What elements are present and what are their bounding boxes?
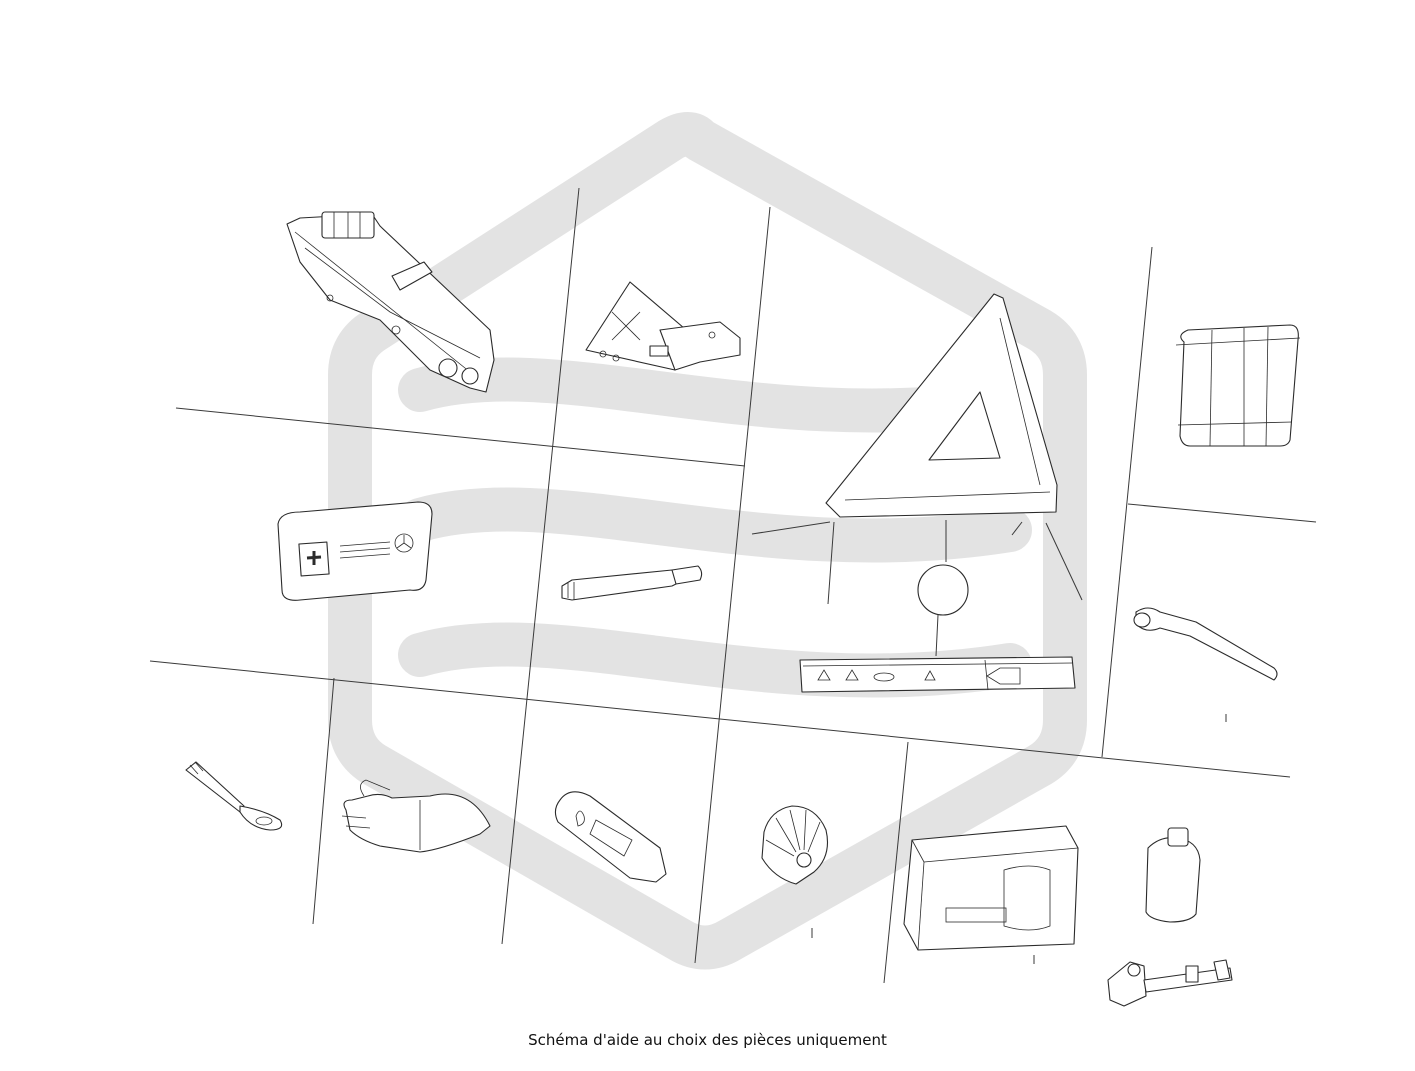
- screwdriver-icon: [561, 565, 703, 601]
- triangle-case-icon: [799, 656, 1076, 693]
- towing-eye-icon: [185, 761, 283, 831]
- wheel-wrench-icon: [1133, 607, 1278, 722]
- gloves-icon: [341, 779, 491, 853]
- diagram-caption: Schéma d'aide au choix des pièces unique…: [528, 1031, 887, 1049]
- wheel-chock-icon: [585, 281, 741, 371]
- storage-case-icon: [1175, 324, 1301, 447]
- inflation-hose-icon: [1107, 959, 1233, 1007]
- sealant-bottle-icon: [1145, 827, 1201, 923]
- first-aid-kit-icon: [277, 501, 433, 601]
- grid-lines: [149, 187, 1317, 984]
- tire-repair-box-icon: [903, 825, 1079, 964]
- fire-extinguisher-icon: [554, 791, 667, 883]
- warning-triangle-icon: [751, 293, 1083, 657]
- compressor-fan-icon: [761, 805, 829, 938]
- car-jack-icon: [286, 211, 495, 393]
